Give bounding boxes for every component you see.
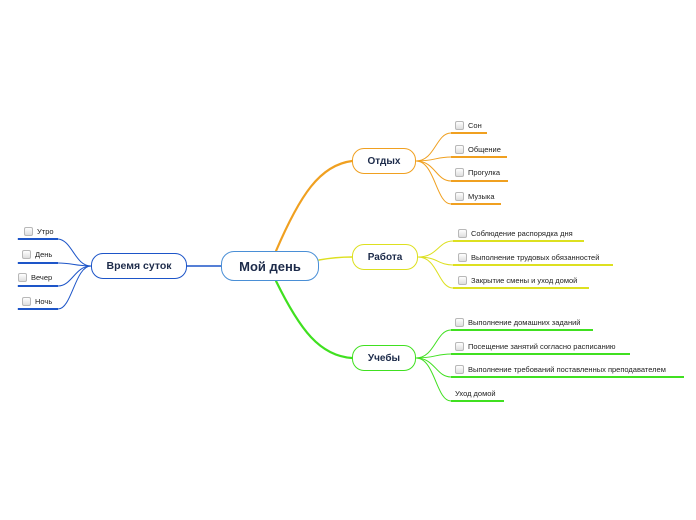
- leaf-night[interactable]: Ночь: [22, 295, 52, 307]
- leaf-morning[interactable]: Утро: [24, 225, 54, 237]
- checkbox-icon[interactable]: [458, 252, 467, 262]
- checkbox-icon[interactable]: [458, 228, 467, 238]
- connector-work-1: [417, 240, 454, 258]
- leaf-go-home[interactable]: Уход домой: [455, 387, 496, 399]
- leaf-label: Посещение занятий согласно расписанию: [468, 341, 616, 351]
- checkbox-icon[interactable]: [455, 144, 464, 154]
- branch-label: Учебы: [367, 352, 401, 364]
- connector-study-3: [415, 357, 452, 378]
- leaf-homework[interactable]: Выполнение домашних заданий: [455, 316, 580, 328]
- leaf-underline: [453, 287, 589, 289]
- connector-work-3: [417, 256, 454, 289]
- leaf-label: Сон: [468, 120, 482, 130]
- branch-time-of-day[interactable]: Время суток: [91, 253, 187, 279]
- leaf-underline: [18, 238, 58, 240]
- branch-rest[interactable]: Отдых: [352, 148, 416, 174]
- leaf-communication[interactable]: Общение: [455, 143, 501, 155]
- connector-central-rest: [274, 159, 354, 253]
- connector-left-1: [17, 238, 92, 267]
- leaf-requirements[interactable]: Выполнение требований поставленных препо…: [455, 363, 666, 375]
- leaf-label: Выполнение требований поставленных препо…: [468, 364, 666, 374]
- leaf-label: Выполнение трудовых обязанностей: [471, 252, 600, 262]
- leaf-music[interactable]: Музыка: [455, 190, 495, 202]
- leaf-underline: [453, 240, 584, 242]
- leaf-label: Вечер: [31, 272, 53, 282]
- branch-label: Отдых: [367, 155, 401, 167]
- leaf-label: Прогулка: [468, 167, 501, 177]
- checkbox-icon[interactable]: [455, 317, 464, 327]
- checkbox-icon[interactable]: [455, 341, 464, 351]
- checkbox-icon[interactable]: [458, 275, 467, 285]
- checkbox-icon[interactable]: [455, 167, 464, 177]
- leaf-sleep[interactable]: Сон: [455, 119, 482, 131]
- leaf-day[interactable]: День: [22, 248, 52, 260]
- leaf-underline: [451, 132, 487, 134]
- leaf-evening[interactable]: Вечер: [18, 271, 52, 283]
- connector-study-4: [415, 357, 452, 402]
- leaf-duties[interactable]: Выполнение трудовых обязанностей: [458, 251, 599, 263]
- branch-study[interactable]: Учебы: [352, 345, 416, 371]
- checkbox-icon[interactable]: [455, 364, 464, 374]
- checkbox-icon[interactable]: [455, 120, 464, 130]
- connector-central-study: [274, 279, 354, 360]
- leaf-walk[interactable]: Прогулка: [455, 166, 500, 178]
- leaf-label: Музыка: [468, 191, 495, 201]
- checkbox-icon[interactable]: [455, 191, 464, 201]
- connector-left-4: [17, 265, 92, 310]
- leaf-underline: [451, 203, 501, 205]
- leaf-underline: [451, 376, 684, 378]
- connector-rest-1: [415, 132, 452, 162]
- connector-rest-4: [415, 160, 452, 205]
- connector-central-work: [318, 256, 353, 261]
- leaf-label: Утро: [37, 226, 54, 236]
- leaf-underline: [453, 264, 613, 266]
- leaf-underline: [451, 180, 508, 182]
- leaf-label: Ночь: [35, 296, 53, 306]
- connector-study-2: [415, 353, 452, 359]
- checkbox-icon[interactable]: [24, 226, 33, 236]
- leaf-label: День: [35, 249, 53, 259]
- leaf-underline: [18, 262, 58, 264]
- leaf-underline: [451, 400, 504, 402]
- leaf-routine[interactable]: Соблюдение распорядка дня: [458, 227, 573, 239]
- central-topic[interactable]: Мой день: [221, 251, 319, 281]
- leaf-attendance[interactable]: Посещение занятий согласно расписанию: [455, 340, 616, 352]
- branch-label: Работа: [367, 251, 403, 263]
- leaf-underline: [18, 285, 58, 287]
- checkbox-icon[interactable]: [22, 296, 31, 306]
- leaf-label: Соблюдение распорядка дня: [471, 228, 573, 238]
- leaf-label: Закрытие смены и уход домой: [471, 275, 578, 285]
- branch-label: Время суток: [106, 260, 172, 272]
- checkbox-icon[interactable]: [22, 249, 31, 259]
- leaf-underline: [451, 156, 507, 158]
- leaf-underline: [451, 353, 630, 355]
- connector-study-1: [415, 329, 452, 359]
- leaf-label: Уход домой: [455, 388, 496, 398]
- leaf-underline: [18, 308, 58, 310]
- leaf-label: Общение: [468, 144, 501, 154]
- central-topic-label: Мой день: [239, 258, 301, 274]
- connector-rest-2: [415, 156, 452, 162]
- connector-left-2: [17, 262, 92, 267]
- leaf-shift-end[interactable]: Закрытие смены и уход домой: [458, 274, 577, 286]
- checkbox-icon[interactable]: [18, 272, 27, 282]
- leaf-label: Выполнение домашних заданий: [468, 317, 581, 327]
- leaf-underline: [451, 329, 593, 331]
- branch-work[interactable]: Работа: [352, 244, 418, 270]
